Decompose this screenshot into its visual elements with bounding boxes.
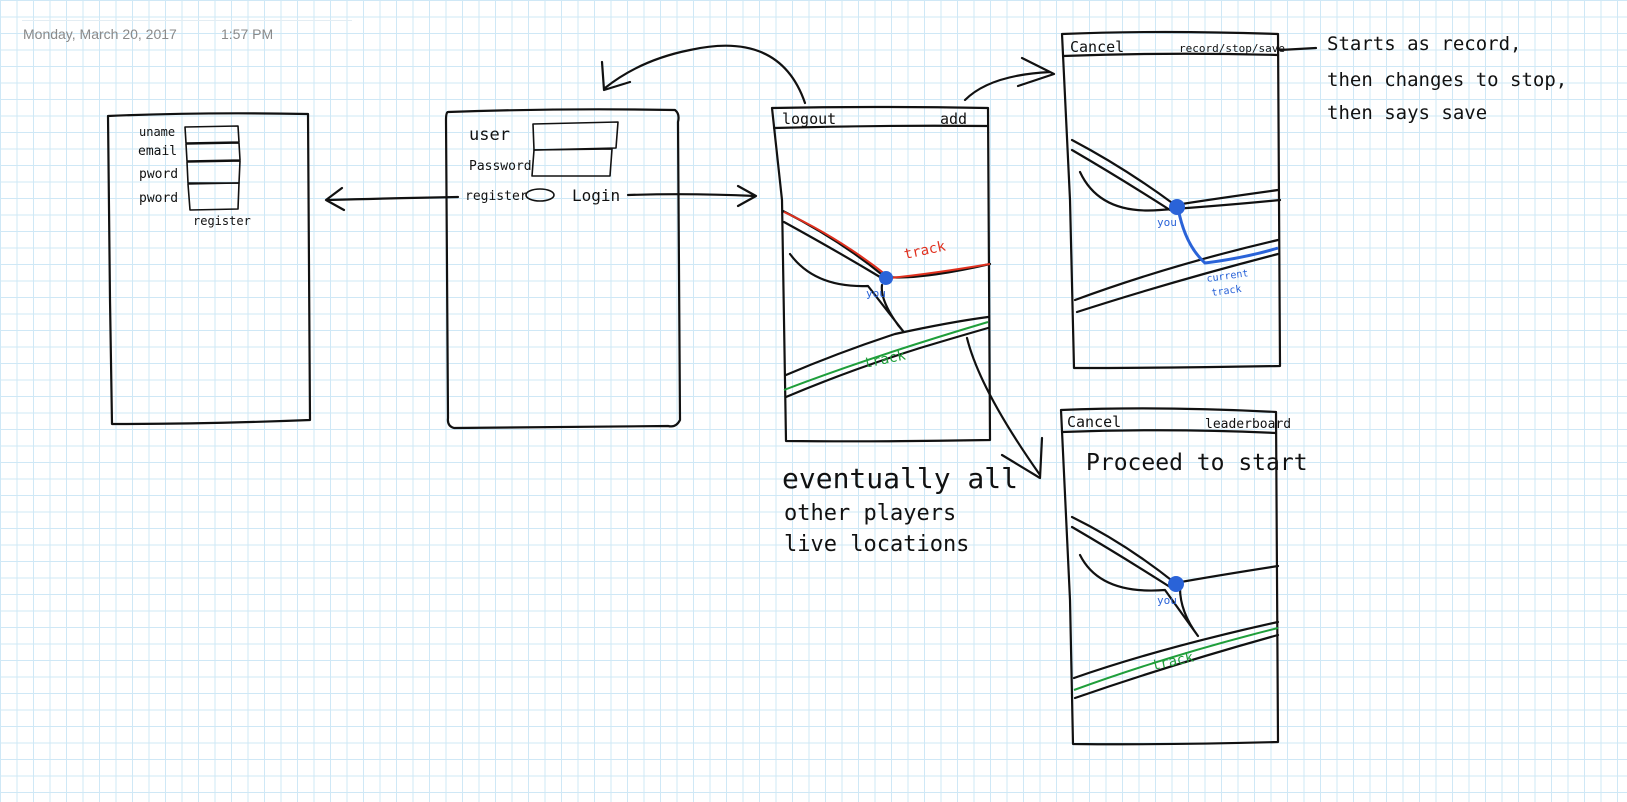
register-field-label-uname: uname (139, 125, 175, 139)
start-road-upper (1070, 515, 1280, 585)
start-cancel-button[interactable]: Cancel (1067, 413, 1121, 431)
register-pword-confirm-input[interactable] (187, 182, 240, 211)
register-field-label-email: email (138, 144, 177, 159)
login-register-link[interactable]: register (465, 189, 528, 204)
register-field-label-pword: pword (139, 167, 178, 182)
login-user-input[interactable] (532, 121, 619, 151)
register-button[interactable]: register (193, 214, 251, 228)
map-red-track-label: track (903, 238, 948, 263)
start-road-fork (1078, 553, 1200, 638)
login-button[interactable]: Login (572, 186, 620, 205)
map-note-line-1: eventually all (782, 462, 1018, 495)
arrow-map-to-login (600, 44, 807, 105)
record-current-track-label-2: track (1211, 284, 1242, 299)
map-you-label: you (866, 287, 886, 300)
register-field-label-pword-confirm: pword (139, 191, 178, 206)
record-road-diagonal-lower (1075, 252, 1280, 314)
map-green-track-label: track (863, 347, 908, 372)
register-email-input[interactable] (185, 142, 241, 162)
map-toolbar-divider (772, 124, 990, 130)
logout-button[interactable]: logout (782, 110, 836, 128)
map-road-diagonal-upper (784, 315, 990, 377)
map-screen: logout add you track track eventually al… (770, 105, 1018, 557)
login-screen: user Password register Login (444, 108, 682, 430)
page-date: Monday, March 20, 2017 (23, 26, 177, 42)
map-note-line-2: other players (784, 501, 956, 526)
start-green-track (1073, 627, 1279, 691)
map-screen-frame (770, 105, 992, 443)
start-road-diagonal-upper (1072, 620, 1280, 680)
login-user-label: user (469, 125, 510, 145)
add-button[interactable]: add (940, 110, 967, 128)
arrow-map-to-start (965, 336, 1044, 480)
map-road-upper (781, 209, 992, 279)
arrow-login-to-register (324, 186, 460, 212)
start-screen: Cancel leaderboard Proceed to start you … (1059, 407, 1308, 746)
register-uname-input[interactable] (184, 125, 240, 144)
record-cancel-button[interactable]: Cancel (1070, 38, 1124, 56)
map-you-marker (879, 271, 893, 285)
register-pword-input[interactable] (186, 160, 241, 184)
login-password-input[interactable] (531, 148, 613, 177)
map-road-lower-fork (788, 252, 905, 333)
start-toolbar-divider (1060, 429, 1278, 435)
register-screen-frame (106, 112, 312, 426)
login-password-label: Password (469, 159, 532, 174)
start-leaderboard-button[interactable]: leaderboard (1205, 417, 1291, 432)
record-annotation-pointer (1278, 46, 1318, 52)
record-road-fork (1078, 170, 1282, 212)
login-screen-frame (444, 108, 682, 430)
record-toolbar-divider (1061, 52, 1280, 58)
start-you-label: you (1157, 594, 1177, 607)
login-toggle-oval[interactable] (525, 188, 555, 202)
record-you-marker (1169, 199, 1185, 215)
start-heading: Proceed to start (1086, 450, 1308, 476)
start-you-marker (1168, 576, 1184, 592)
record-note-line-2: then changes to stop, (1327, 69, 1567, 91)
start-road-diagonal-lower (1073, 633, 1280, 700)
page-title-rule (22, 20, 352, 21)
record-note-line-1: Starts as record, (1327, 33, 1521, 55)
record-road-diagonal-upper (1073, 238, 1280, 302)
record-screen: Cancel record/stop/save Starts as record… (1060, 30, 1567, 370)
record-you-label: you (1157, 216, 1177, 229)
record-note-line-3: then says save (1327, 102, 1487, 124)
map-red-track (783, 211, 991, 280)
arrow-login-to-map (626, 184, 758, 208)
map-green-track (783, 321, 989, 391)
arrow-map-to-record (963, 56, 1056, 102)
map-road-diagonal-lower (784, 326, 990, 399)
page-time: 1:57 PM (221, 26, 274, 42)
start-road-upper-2 (1070, 525, 1172, 589)
record-action-button[interactable]: record/stop/save (1179, 42, 1285, 55)
record-screen-frame (1060, 30, 1282, 370)
record-current-track (1176, 207, 1279, 265)
start-screen-frame (1059, 407, 1280, 746)
record-road-upper (1070, 138, 1280, 207)
register-screen: uname email pword pword register (106, 112, 312, 426)
map-road-upper-2 (782, 220, 882, 279)
map-note-line-3: live locations (784, 532, 969, 557)
record-road-upper-2 (1070, 148, 1172, 212)
